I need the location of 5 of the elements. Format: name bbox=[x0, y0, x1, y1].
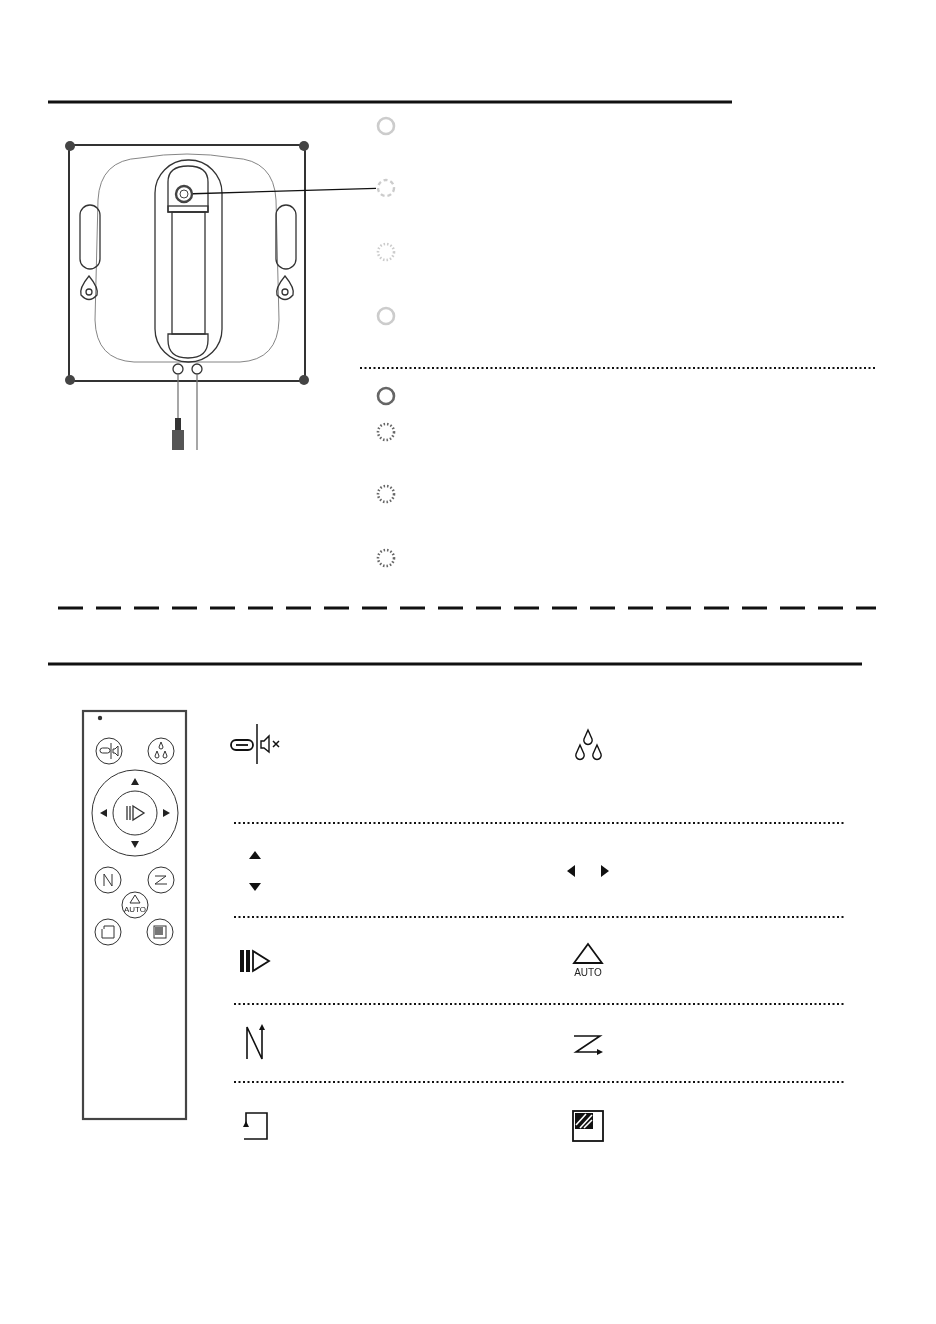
power-button bbox=[173, 183, 195, 205]
leader-line bbox=[192, 187, 377, 195]
button-text: AUTO bbox=[123, 906, 147, 914]
light-ring-icon bbox=[375, 177, 397, 199]
icon-caption: AUTO bbox=[574, 968, 602, 978]
